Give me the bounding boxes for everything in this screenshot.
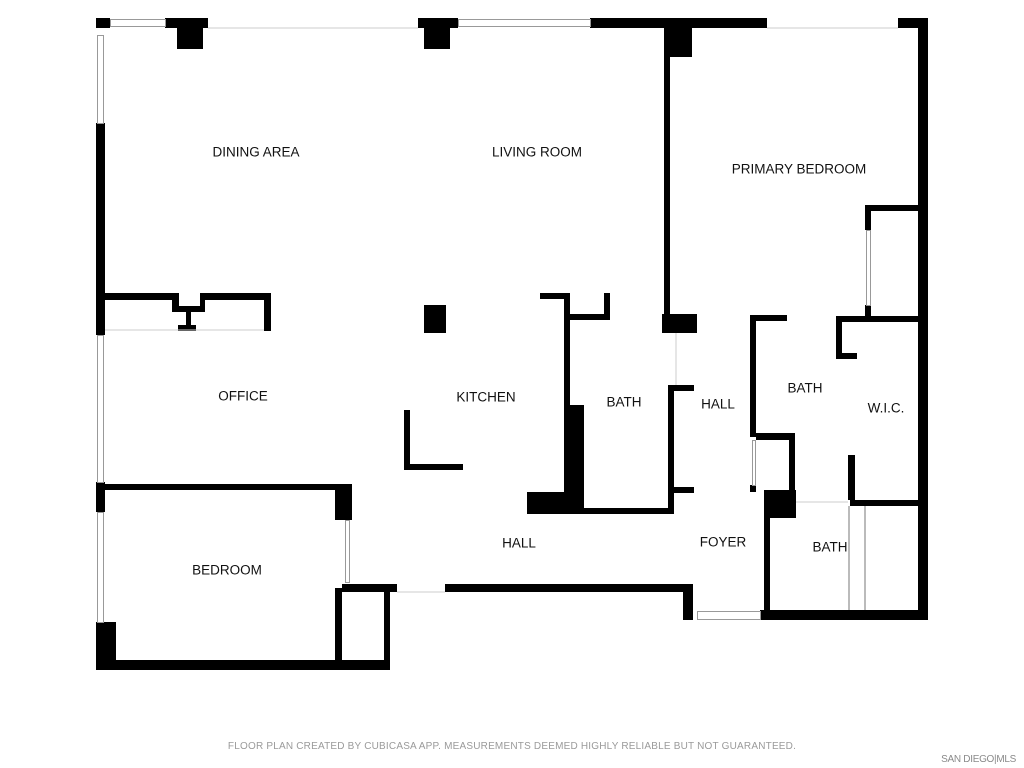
room-label-wic: W.I.C. [867,400,905,416]
openings [105,27,898,610]
room-label-bath: BATH [812,539,848,555]
watermark-logo: SAN DIEGO|MLS [941,754,1016,765]
walls [96,18,928,670]
room-label-kitchen: KITCHEN [456,389,516,405]
room-label-hall: HALL [502,535,536,551]
room-label-dining: DINING AREA [212,144,300,160]
room-label-primary-bedroom: PRIMARY BEDROOM [731,161,867,177]
disclaimer-footer: FLOOR PLAN CREATED BY CUBICASA APP. MEAS… [227,741,797,752]
room-label-foyer: FOYER [699,534,747,550]
room-label-hall: HALL [701,396,735,412]
room-label-bedroom: BEDROOM [192,562,262,578]
room-label-bath: BATH [787,380,823,396]
room-label-bath: BATH [606,394,642,410]
room-label-living: LIVING ROOM [491,144,583,160]
room-label-office: OFFICE [218,388,268,404]
windows [97,19,871,623]
